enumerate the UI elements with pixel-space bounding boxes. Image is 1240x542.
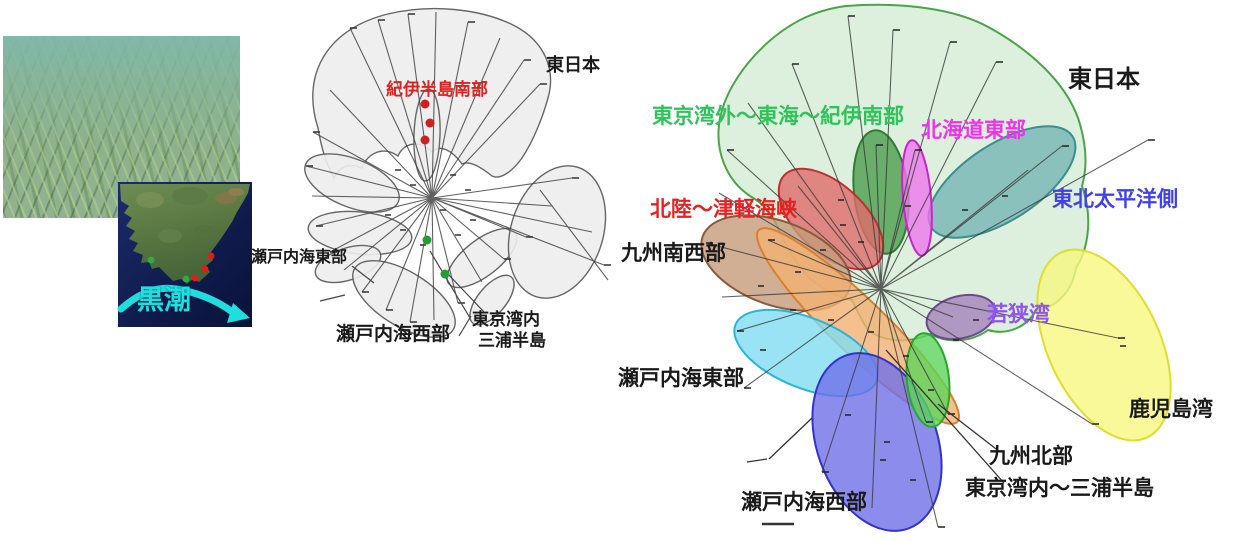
map-terrain-texture [136,187,244,243]
gray-lobe-tokyo-bay [469,274,515,326]
gray-sample-markers [420,99,450,279]
kuroshio-arrow [117,284,250,323]
label-mid-east-japan: 東日本 [546,55,600,75]
eelgrass-underwater-photo [3,36,240,218]
petal-wakasa-bay [925,293,997,341]
label-right-kyushu-north: 九州北部 [989,445,1073,468]
map-site-markers [147,252,215,283]
label-mid-seto-east: 瀬戸内海東部 [251,249,348,266]
label-right-tohoku-pacific: 東北太平洋側 [1052,188,1178,211]
label-right-kagoshima-bay: 鹿児島湾 [1129,398,1213,421]
label-kuroshio-current: 黒潮 [137,285,191,315]
label-right-wakasa-bay: 若狭湾 [987,303,1050,326]
label-right-hokkaido-east: 北海道東部 [921,119,1026,142]
colored-label-leaders [746,349,1005,484]
haplotype-network-gray [304,7,611,339]
haplotype-network-colored [700,3,1172,532]
label-right-hokuriku-tsugaru: 北陸〜津軽海峡 [650,198,797,221]
gray-network-branches [305,11,609,323]
colored-network-tip-marks [706,15,1155,528]
label-mid-miura-peninsula: 三浦半島 [478,331,546,350]
label-right-tokyo-bay-miura: 東京湾内〜三浦半島 [965,477,1154,500]
label-mid-tokyo-bay-inner: 東京湾内 [472,310,540,329]
label-right-seto-east: 瀬戸内海東部 [618,367,744,390]
label-mid-kii-peninsula-south: 紀伊半島南部 [386,80,488,99]
label-right-kyushu-southwest: 九州南西部 [621,242,726,265]
kii-peninsula-map [117,182,252,327]
gray-lobe-right-detached [507,165,607,299]
label-right-east-japan: 東日本 [1068,66,1140,93]
petal-kagoshima-bay [1036,248,1172,442]
label-right-seto-west: 瀬戸内海西部 [741,491,867,514]
gray-label-leaders [319,250,485,337]
colored-network-branches [705,15,1149,528]
label-right-tokyo-outer-tokai-kii: 東京湾外〜東海〜紀伊南部 [652,105,904,128]
label-mid-seto-west: 瀬戸内海西部 [336,324,451,345]
